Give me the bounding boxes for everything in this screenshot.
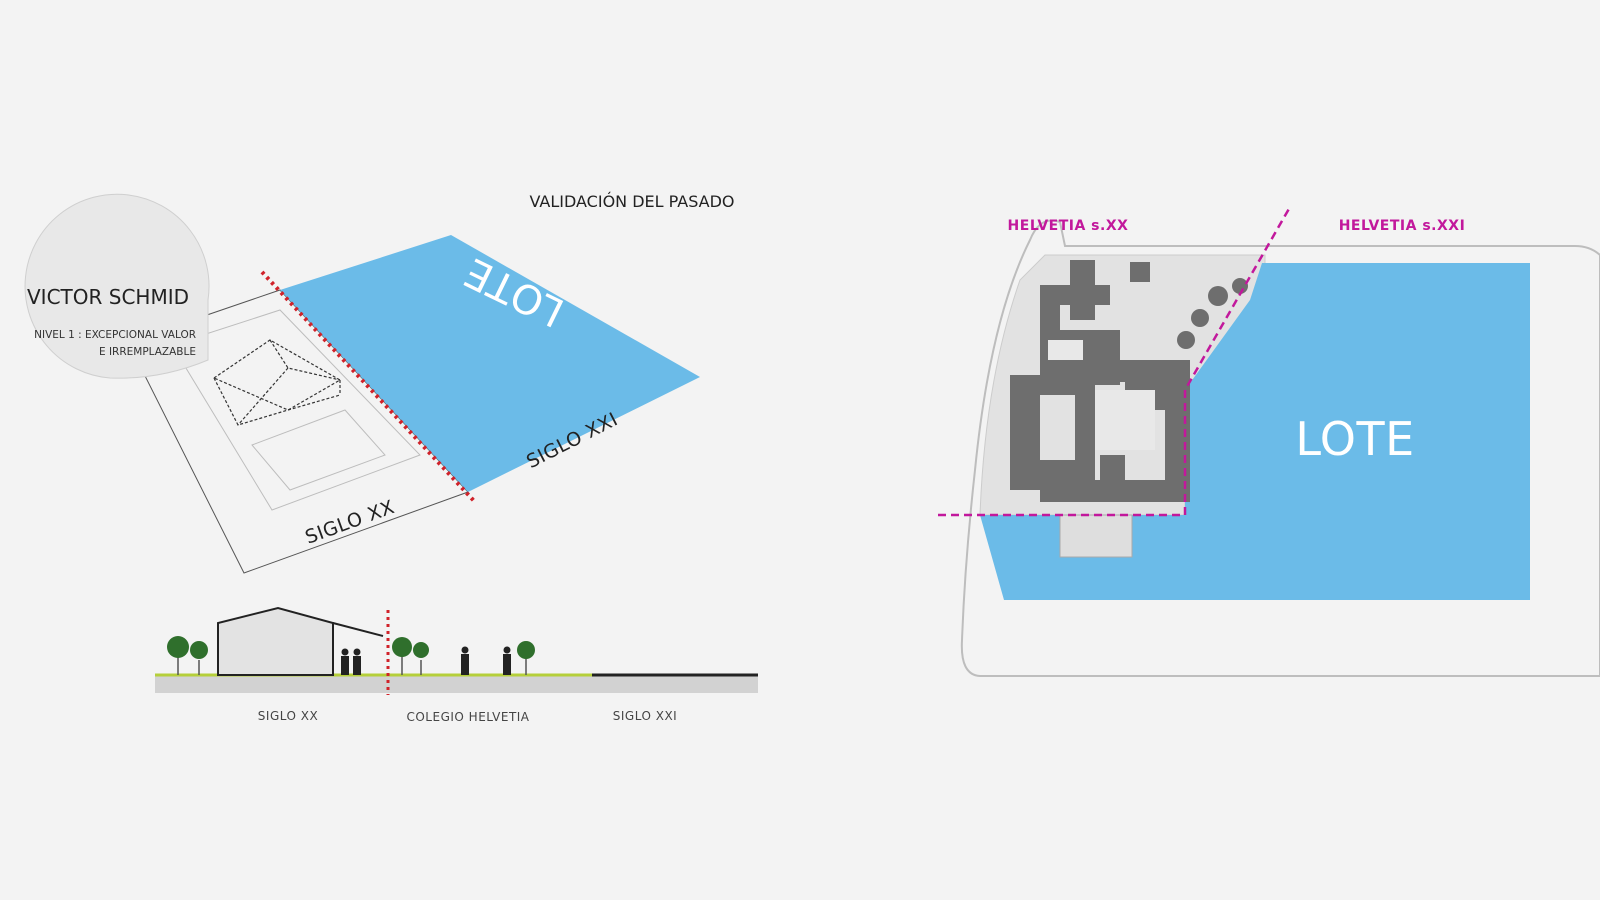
helvetia-xx-label: HELVETIA s.XX [1008,218,1129,234]
people [341,646,511,675]
section-label-colegio: COLEGIO HELVETIA [406,710,529,724]
tree-icon [413,642,429,658]
trees [167,636,535,675]
person-icon [341,648,349,675]
person-icon [461,646,469,675]
house-wireframe [213,339,342,426]
axon-divider-line [260,270,477,504]
page-title: VALIDACIÓN DEL PASADO [529,192,734,211]
person-icon [353,648,361,675]
entry-plaza [1059,514,1133,558]
callout-bubble [24,193,210,379]
historic-buildings [1010,260,1248,502]
person-icon [503,646,511,675]
tree-icon [392,637,412,657]
section-ground [155,675,758,693]
section-building [217,606,334,676]
victor-schmid-callout: VICTOR SCHMID NIVEL 1 : EXCEPCIONAL VALO… [24,193,210,379]
callout-note-line1: NIVEL 1 : EXCEPCIONAL VALOR [34,329,196,341]
courtyard [1095,390,1155,450]
axonometric-diagram: LOTE SIGLO XXI SIGLO XX [127,235,700,574]
courtyard [1048,340,1083,360]
section-diagram: SIGLO XX COLEGIO HELVETIA SIGLO XXI [155,606,758,724]
site-lote-label: LOTE [1295,412,1414,466]
courtyard-outline [251,409,386,491]
era-boundary-line [938,206,1292,517]
section-label-siglo-xxi: SIGLO XXI [613,709,677,723]
lote-plot [280,235,700,492]
tree-icon [517,641,535,659]
helvetia-xxi-label: HELVETIA s.XXI [1339,218,1466,234]
site-plan: LOTE HELVETIA s.XX HELVETIA s.XXI [938,206,1600,677]
callout-name: VICTOR SCHMID [27,285,189,309]
tree-icon [190,641,208,659]
callout-note-line2: E IRREMPLAZABLE [99,346,196,358]
section-canopy [332,622,384,637]
inner-plot-outline [171,309,421,511]
tree-icon [167,636,189,658]
section-label-siglo-xx: SIGLO XX [258,709,318,723]
